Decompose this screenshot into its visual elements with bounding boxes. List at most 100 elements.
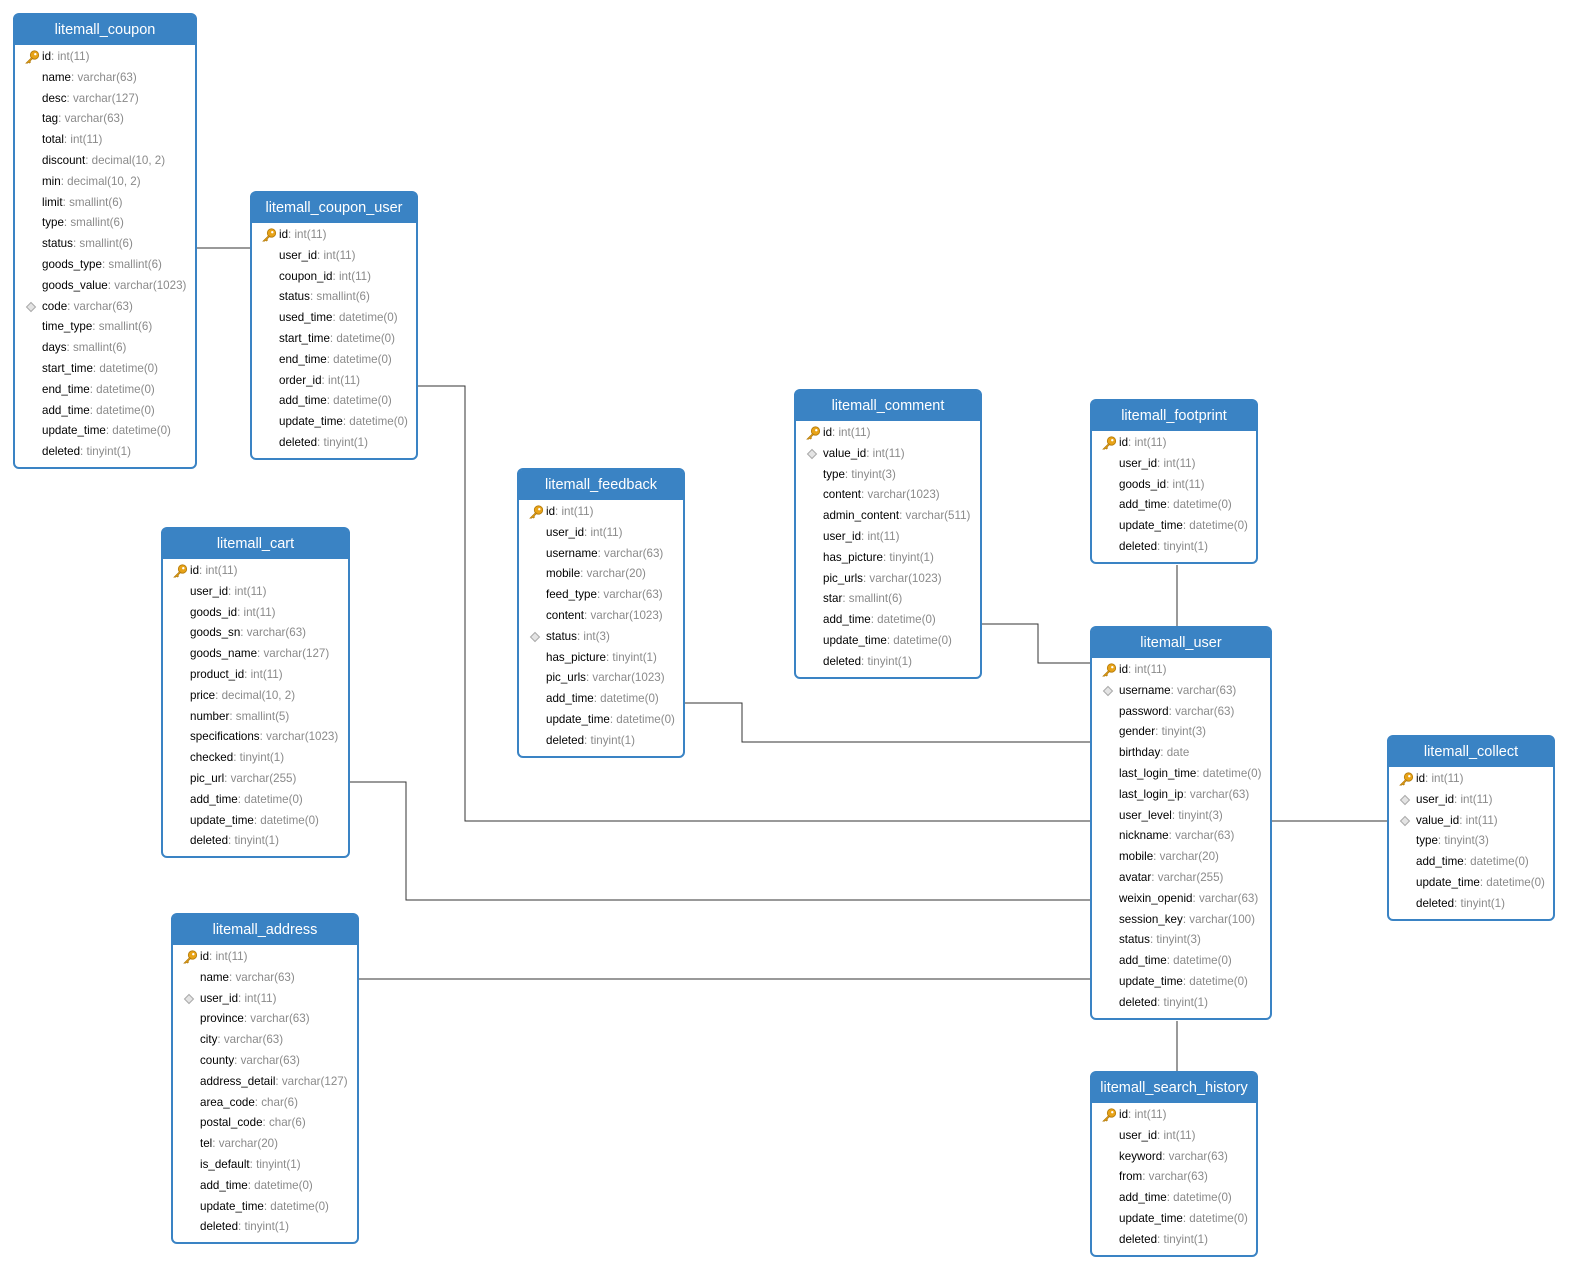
column-row[interactable]: number: smallint(5) [163, 707, 348, 728]
column-row[interactable]: birthday: date [1092, 743, 1270, 764]
column-row[interactable]: deleted: tinyint(1) [796, 652, 980, 673]
column-row[interactable]: status: smallint(6) [15, 234, 195, 255]
column-row[interactable]: value_id: int(11) [796, 444, 980, 465]
column-row[interactable]: is_default: tinyint(1) [173, 1155, 357, 1176]
column-row[interactable]: last_login_time: datetime(0) [1092, 764, 1270, 785]
column-row[interactable]: checked: tinyint(1) [163, 748, 348, 769]
column-row[interactable]: order_id: int(11) [252, 371, 416, 392]
column-row[interactable]: desc: varchar(127) [15, 89, 195, 110]
column-row[interactable]: deleted: tinyint(1) [1092, 993, 1270, 1014]
column-row[interactable]: coupon_id: int(11) [252, 267, 416, 288]
column-row[interactable]: goods_name: varchar(127) [163, 644, 348, 665]
column-row[interactable]: start_time: datetime(0) [15, 359, 195, 380]
column-row[interactable]: id: int(11) [1389, 769, 1553, 790]
column-row[interactable]: goods_sn: varchar(63) [163, 623, 348, 644]
column-row[interactable]: id: int(11) [1092, 660, 1270, 681]
column-row[interactable]: add_time: datetime(0) [1092, 951, 1270, 972]
column-row[interactable]: goods_id: int(11) [163, 603, 348, 624]
table-litemall-coupon[interactable]: litemall_coupon id: int(11)name: varchar… [13, 13, 197, 469]
column-row[interactable]: nickname: varchar(63) [1092, 826, 1270, 847]
column-row[interactable]: has_picture: tinyint(1) [796, 548, 980, 569]
column-row[interactable]: id: int(11) [15, 47, 195, 68]
column-row[interactable]: deleted: tinyint(1) [163, 831, 348, 852]
column-row[interactable]: name: varchar(63) [15, 68, 195, 89]
table-litemall-address[interactable]: litemall_address id: int(11)name: varcha… [171, 913, 359, 1245]
column-row[interactable]: status: int(3) [519, 627, 683, 648]
column-row[interactable]: pic_urls: varchar(1023) [519, 668, 683, 689]
column-row[interactable]: deleted: tinyint(1) [252, 433, 416, 454]
column-row[interactable]: tag: varchar(63) [15, 109, 195, 130]
column-row[interactable]: update_time: datetime(0) [1092, 1209, 1256, 1230]
column-row[interactable]: user_id: int(11) [173, 989, 357, 1010]
column-row[interactable]: used_time: datetime(0) [252, 308, 416, 329]
column-row[interactable]: specifications: varchar(1023) [163, 727, 348, 748]
column-row[interactable]: deleted: tinyint(1) [1389, 894, 1553, 915]
column-row[interactable]: id: int(11) [173, 947, 357, 968]
column-row[interactable]: goods_value: varchar(1023) [15, 276, 195, 297]
column-row[interactable]: username: varchar(63) [1092, 681, 1270, 702]
column-row[interactable]: from: varchar(63) [1092, 1167, 1256, 1188]
table-litemall-search-history[interactable]: litemall_search_history id: int(11)user_… [1090, 1071, 1258, 1257]
column-row[interactable]: pic_url: varchar(255) [163, 769, 348, 790]
column-row[interactable]: avatar: varchar(255) [1092, 868, 1270, 889]
column-row[interactable]: content: varchar(1023) [796, 485, 980, 506]
column-row[interactable]: deleted: tinyint(1) [1092, 537, 1256, 558]
column-row[interactable]: type: tinyint(3) [1389, 831, 1553, 852]
column-row[interactable]: update_time: datetime(0) [796, 631, 980, 652]
column-row[interactable]: username: varchar(63) [519, 544, 683, 565]
column-row[interactable]: goods_type: smallint(6) [15, 255, 195, 276]
column-row[interactable]: type: tinyint(3) [796, 465, 980, 486]
column-row[interactable]: add_time: datetime(0) [1389, 852, 1553, 873]
column-row[interactable]: type: smallint(6) [15, 213, 195, 234]
column-row[interactable]: update_time: datetime(0) [252, 412, 416, 433]
column-row[interactable]: add_time: datetime(0) [796, 610, 980, 631]
column-row[interactable]: min: decimal(10, 2) [15, 172, 195, 193]
column-row[interactable]: id: int(11) [252, 225, 416, 246]
column-row[interactable]: user_id: int(11) [1092, 454, 1256, 475]
column-row[interactable]: add_time: datetime(0) [519, 689, 683, 710]
column-row[interactable]: status: smallint(6) [252, 287, 416, 308]
column-row[interactable]: user_level: tinyint(3) [1092, 806, 1270, 827]
column-row[interactable]: user_id: int(11) [519, 523, 683, 544]
column-row[interactable]: province: varchar(63) [173, 1009, 357, 1030]
column-row[interactable]: area_code: char(6) [173, 1093, 357, 1114]
column-row[interactable]: end_time: datetime(0) [252, 350, 416, 371]
column-row[interactable]: limit: smallint(6) [15, 193, 195, 214]
column-row[interactable]: add_time: datetime(0) [252, 391, 416, 412]
column-row[interactable]: status: tinyint(3) [1092, 930, 1270, 951]
column-row[interactable]: time_type: smallint(6) [15, 317, 195, 338]
table-litemall-footprint[interactable]: litemall_footprint id: int(11)user_id: i… [1090, 399, 1258, 564]
column-row[interactable]: city: varchar(63) [173, 1030, 357, 1051]
column-row[interactable]: user_id: int(11) [796, 527, 980, 548]
column-row[interactable]: start_time: datetime(0) [252, 329, 416, 350]
column-row[interactable]: id: int(11) [519, 502, 683, 523]
column-row[interactable]: deleted: tinyint(1) [15, 442, 195, 463]
column-row[interactable]: weixin_openid: varchar(63) [1092, 889, 1270, 910]
column-row[interactable]: mobile: varchar(20) [1092, 847, 1270, 868]
column-row[interactable]: update_time: datetime(0) [1092, 972, 1270, 993]
column-row[interactable]: deleted: tinyint(1) [519, 731, 683, 752]
column-row[interactable]: postal_code: char(6) [173, 1113, 357, 1134]
column-row[interactable]: star: smallint(6) [796, 589, 980, 610]
column-row[interactable]: goods_id: int(11) [1092, 475, 1256, 496]
table-litemall-comment[interactable]: litemall_comment id: int(11)value_id: in… [794, 389, 982, 679]
column-row[interactable]: value_id: int(11) [1389, 811, 1553, 832]
column-row[interactable]: pic_urls: varchar(1023) [796, 569, 980, 590]
table-litemall-user[interactable]: litemall_user id: int(11)username: varch… [1090, 626, 1272, 1020]
column-row[interactable]: price: decimal(10, 2) [163, 686, 348, 707]
column-row[interactable]: feed_type: varchar(63) [519, 585, 683, 606]
column-row[interactable]: admin_content: varchar(511) [796, 506, 980, 527]
column-row[interactable]: user_id: int(11) [1389, 790, 1553, 811]
column-row[interactable]: address_detail: varchar(127) [173, 1072, 357, 1093]
column-row[interactable]: update_time: datetime(0) [1092, 516, 1256, 537]
column-row[interactable]: content: varchar(1023) [519, 606, 683, 627]
column-row[interactable]: add_time: datetime(0) [1092, 495, 1256, 516]
table-litemall-feedback[interactable]: litemall_feedback id: int(11)user_id: in… [517, 468, 685, 758]
column-row[interactable]: user_id: int(11) [163, 582, 348, 603]
column-row[interactable]: add_time: datetime(0) [15, 401, 195, 422]
column-row[interactable]: keyword: varchar(63) [1092, 1147, 1256, 1168]
column-row[interactable]: update_time: datetime(0) [173, 1197, 357, 1218]
column-row[interactable]: last_login_ip: varchar(63) [1092, 785, 1270, 806]
table-litemall-coupon-user[interactable]: litemall_coupon_user id: int(11)user_id:… [250, 191, 418, 460]
column-row[interactable]: mobile: varchar(20) [519, 564, 683, 585]
